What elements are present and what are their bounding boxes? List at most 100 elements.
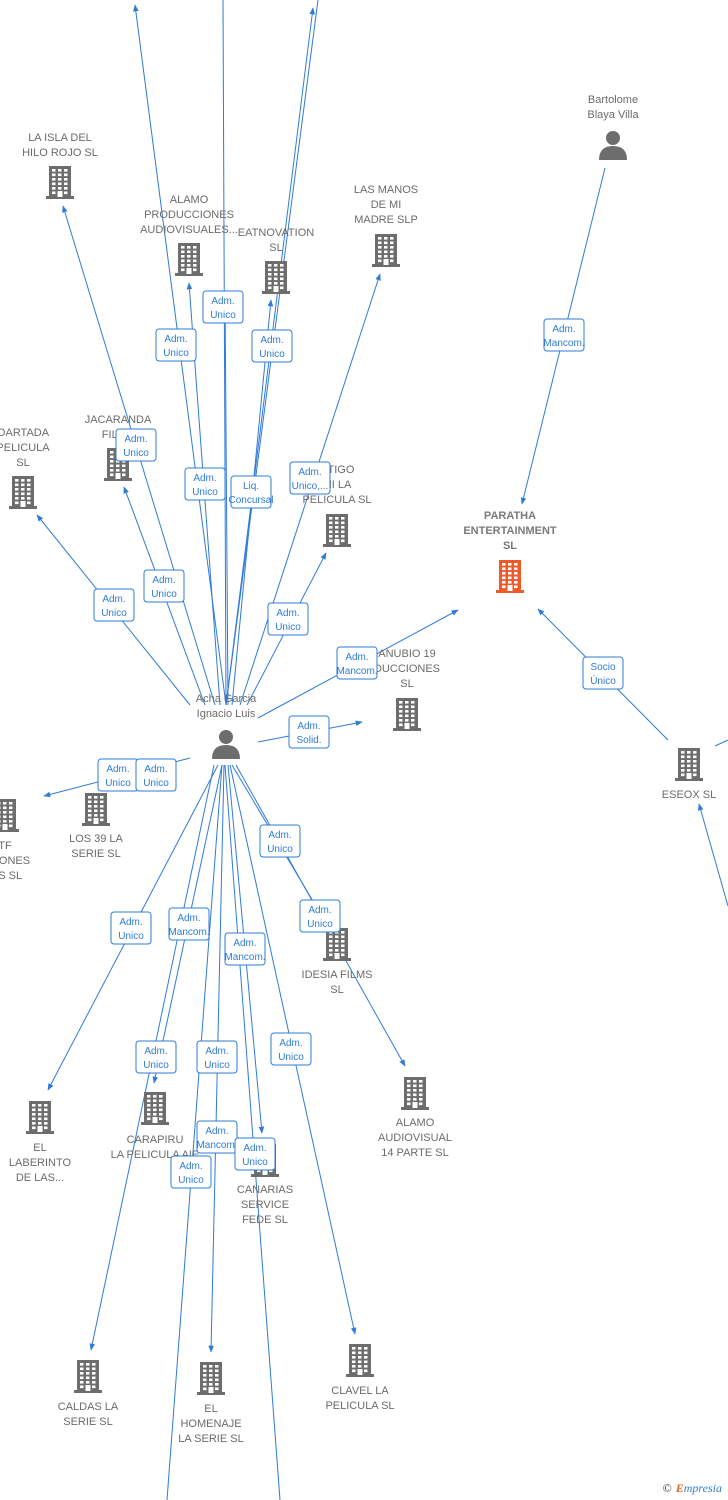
edge-role-text: Adm. (268, 830, 291, 841)
edge-role-text: Adm. (177, 913, 200, 924)
edge-role-text: Adm. (144, 1046, 167, 1057)
node-label-line: AUDIOVISUAL (378, 1132, 452, 1144)
edge-role-label[interactable]: Adm.Unico (155, 328, 197, 362)
edge-role-text: Adm. (106, 764, 129, 775)
empresia-watermark[interactable]: ©Empresia (662, 1481, 722, 1495)
edge-role-label[interactable]: Adm.Mancom. (336, 646, 378, 680)
node-label-line: AUDIOVISUALES... (140, 224, 238, 236)
edge-role-label[interactable]: Adm.Solid. (288, 715, 330, 749)
edge-role-text: Adm. (260, 335, 283, 346)
edge-role-text: Adm. (193, 473, 216, 484)
node-label-line: SL (330, 984, 343, 996)
node-label-line: SL (269, 242, 282, 254)
edge-role-text: Concursal (228, 495, 273, 506)
node-label-line: OARTADA (0, 427, 50, 439)
edge-role-label[interactable]: Adm.Unico (93, 588, 135, 622)
edge-role-text: Mancom. (224, 952, 265, 963)
edge-role-label[interactable]: Adm.Unico (135, 1040, 177, 1074)
edge-role-label[interactable]: Adm.Unico (202, 290, 244, 324)
edge-role-label[interactable]: Adm.Unico (143, 569, 185, 603)
node-label-line: Blaya Villa (587, 109, 639, 121)
edge-role-text: Mancom. (196, 1140, 237, 1151)
edge-role-text: Adm. (152, 575, 175, 586)
edge-role-label[interactable]: Adm.Mancom. (543, 318, 585, 352)
node-label-line: EL (33, 1142, 46, 1154)
edge-role-text: Adm. (102, 594, 125, 605)
node-label-line: PRODUCCIONES (144, 209, 234, 221)
edge-role-label[interactable]: Adm.Unico (97, 758, 139, 792)
edge-role-label[interactable]: Liq.Concursal (228, 475, 274, 509)
node-label-line: HILO ROJO SL (22, 147, 98, 159)
edge-role-label[interactable]: Adm.Unico (234, 1137, 276, 1171)
edge-role-text: Mancom. (168, 927, 209, 938)
edge-role-text: Unico (210, 310, 236, 321)
node-manos[interactable]: LAS MANOS DE MI MADRE SLP (354, 184, 418, 267)
person-icon (212, 730, 240, 759)
node-label-line: Acha Garcia (196, 693, 257, 705)
edge-role-label[interactable]: Adm.Unico (135, 758, 177, 792)
edge-role-text: Unico (163, 348, 189, 359)
node-label-line: ESEOX SL (662, 789, 716, 801)
company-building-icon (46, 166, 74, 199)
edge-role-label[interactable]: Adm.Unico (267, 602, 309, 636)
node-label-line: ALAMO (396, 1117, 435, 1129)
edge-role-label[interactable]: Adm. Unico (170, 1155, 212, 1189)
node-eseox[interactable]: ESEOX SL (662, 748, 716, 801)
node-tf[interactable]: TFCCIONESIAS SL (0, 799, 30, 882)
node-label-line: PELICULA SL (302, 494, 371, 506)
company-building-icon (401, 1077, 429, 1110)
edge-role-label[interactable]: Adm.Mancom. (196, 1120, 238, 1154)
edge-role-text: Unico (242, 1157, 268, 1168)
node-alamo14[interactable]: ALAMO AUDIOVISUAL 14 PARTE SL (378, 1077, 452, 1159)
node-alamo_prod[interactable]: ALAMOPRODUCCIONESAUDIOVISUALES... (140, 194, 238, 276)
company-building-icon (141, 1092, 169, 1125)
company-building-icon (82, 793, 110, 826)
edge-role-label[interactable]: Adm.Unico (259, 824, 301, 858)
node-label-line: LA SERIE SL (178, 1433, 243, 1445)
node-label-line: CARAPIRU (127, 1134, 184, 1146)
edge-role-text: Adm. (179, 1161, 202, 1172)
edge-role-label[interactable]: Adm.Mancom. (224, 932, 266, 966)
edge-role-label[interactable]: Adm.Unico (184, 467, 226, 501)
edge-role-label[interactable]: Adm.Unico (251, 329, 293, 363)
edge-role-label[interactable]: Adm. Mancom. (168, 907, 210, 941)
person-icon (599, 131, 627, 160)
node-label-line: MADRE SLP (354, 214, 418, 226)
node-label-line: DE MI (371, 199, 402, 211)
node-label-line: Ignacio Luis (197, 708, 256, 720)
node-label-line: LAS MANOS (354, 184, 418, 196)
edge-role-label[interactable]: Adm.Unico,... (289, 461, 331, 495)
edge-role-label[interactable]: Adm.Unico (196, 1040, 238, 1074)
node-label-line: JACARANDA (85, 414, 152, 426)
edge-role-label[interactable]: Adm.Unico (110, 911, 152, 945)
node-label-line: 14 PARTE SL (381, 1147, 448, 1159)
node-label-line: SERVICE (241, 1199, 289, 1211)
edge-role-text: Adm. (205, 1046, 228, 1057)
node-label-line: CLAVEL LA (331, 1385, 389, 1397)
company-building-icon (262, 261, 290, 294)
edge-role-label[interactable]: Adm.Unico (115, 428, 157, 462)
node-label-line: SL (503, 540, 517, 552)
edge-role-text: Unico (143, 778, 169, 789)
edge-role-text: Adm. (345, 652, 368, 663)
edge-role-label[interactable]: Adm.Unico (270, 1032, 312, 1066)
edge-role-text: Unico (178, 1175, 204, 1186)
edge-role-label[interactable]: Adm.Unico (299, 899, 341, 933)
company-building-icon (393, 698, 421, 731)
node-label-line: TF (0, 840, 12, 852)
